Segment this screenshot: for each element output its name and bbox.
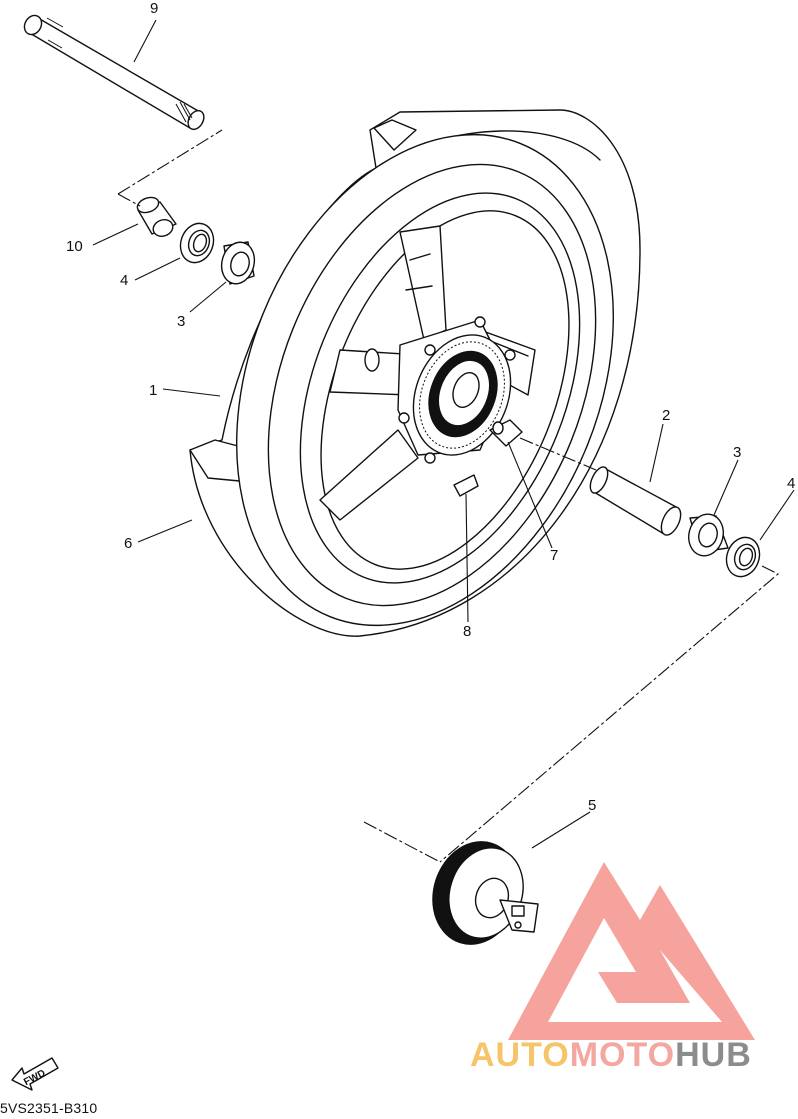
watermark-logo (508, 862, 755, 1040)
bearing-left (220, 241, 256, 285)
callout-7: 7 (550, 547, 558, 564)
oil-seal-right (725, 536, 761, 578)
watermark-auto: AUTO (470, 1036, 570, 1074)
callout-leaders (92, 19, 795, 849)
callout-8: 8 (463, 623, 471, 640)
gear-unit (432, 841, 539, 945)
collar-part (136, 196, 177, 237)
watermark-moto: MOTO (569, 1036, 676, 1074)
watermark-hub: HUB (675, 1036, 752, 1074)
callout-9: 9 (150, 0, 158, 17)
balance-weight (489, 419, 523, 447)
fwd-arrow-icon: FWD (11, 1057, 59, 1091)
callout-5: 5 (588, 797, 596, 814)
callout-2: 2 (662, 407, 670, 424)
callout-4: 4 (120, 272, 128, 289)
dashed-alignment-lines (117, 129, 779, 863)
wheel-hub (397, 316, 516, 464)
watermark-wordmark: AUTOMOTOHUB (470, 1036, 752, 1075)
spacer-tube (589, 466, 682, 536)
oil-seal-left (179, 222, 215, 264)
callout-3: 3 (177, 313, 185, 330)
fwd-label: FWD (22, 1068, 47, 1088)
callout-1: 1 (149, 382, 157, 399)
bearing-right (688, 513, 729, 557)
catalog-code: 5VS2351-B310 (0, 1100, 98, 1116)
valve-stem (453, 474, 479, 497)
axle-shaft (23, 14, 205, 131)
callout-numbers: 9 10 4 3 1 6 2 3 4 7 8 5 (66, 0, 795, 814)
callout-4b: 4 (787, 475, 795, 492)
callout-3b: 3 (733, 444, 741, 461)
callout-6: 6 (124, 535, 132, 552)
callout-10: 10 (66, 238, 83, 255)
